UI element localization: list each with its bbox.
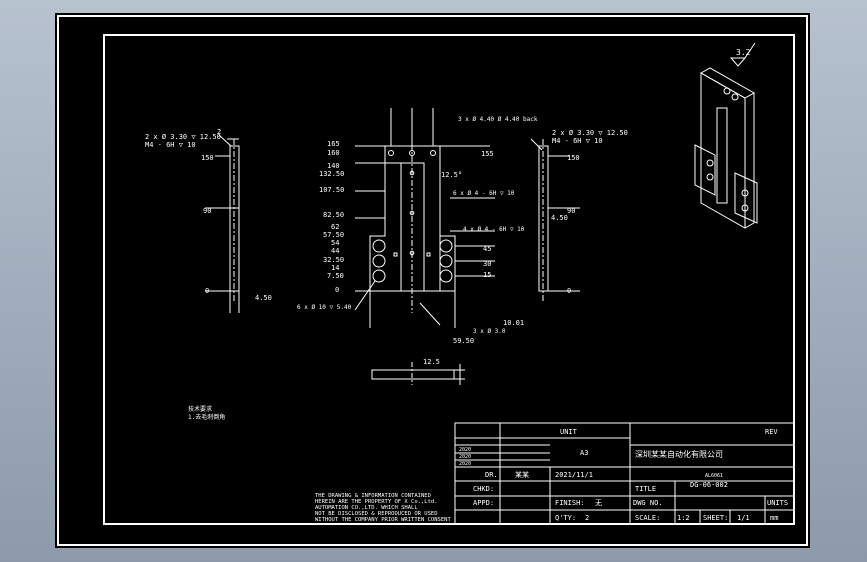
sheet-label: SHEET: bbox=[703, 514, 728, 522]
sheet-value: 1/1 bbox=[737, 514, 750, 522]
company-name: 深圳某某自动化有限公司 bbox=[635, 449, 723, 459]
disclaimer-line: HEREIN ARE THE PROPERTY OF X Co.,Ltd. bbox=[315, 499, 438, 505]
view-cube-label: 3.2 bbox=[736, 48, 751, 57]
unit-label: UNIT bbox=[560, 428, 578, 436]
front-dim: 10.01 bbox=[503, 319, 524, 327]
disclaimer-line: AUTOMATION CO.,LTD. WHICH SHALL bbox=[315, 505, 418, 511]
ordinate-label: 54 bbox=[331, 239, 339, 247]
right-label: 30 bbox=[483, 260, 491, 268]
ordinate-label: 132.50 bbox=[319, 170, 344, 178]
right-side-view bbox=[530, 138, 580, 303]
designer-label: DR. bbox=[485, 471, 498, 479]
right-label: 45 bbox=[483, 245, 491, 253]
drawing-sheet: 3.2 2 x Ø 3.30 ▽ 12.50 M4 - 6H ▽ 10 2 15… bbox=[55, 13, 810, 548]
title-block-text: 2020 2020 2020 UNIT A3 REV 深圳某某自动化有限公司 D… bbox=[459, 428, 788, 522]
dwg-no-label: DWG NO. bbox=[633, 499, 663, 507]
units-value: mm bbox=[770, 514, 778, 522]
right-hole-note-2: M4 - 6H ▽ 10 bbox=[552, 137, 603, 145]
left-side-view bbox=[205, 134, 240, 313]
title-label: TITLE bbox=[635, 485, 656, 493]
front-note: 6 x Ø 10 ▽ 5.40 bbox=[297, 304, 352, 311]
finish-value: 无 bbox=[595, 499, 602, 507]
units-label: UNITS bbox=[767, 499, 788, 507]
ordinate-label: 14 bbox=[331, 264, 339, 272]
left-dim: 4.50 bbox=[255, 294, 272, 302]
left-hole-note-1: 2 x Ø 3.30 ▽ 12.50 bbox=[145, 133, 221, 141]
finish-label: FINISH: bbox=[555, 499, 585, 507]
front-dim: 59.50 bbox=[453, 337, 474, 345]
rev-label: REV bbox=[765, 428, 778, 436]
right-dim: 4.50 bbox=[551, 214, 568, 222]
front-view bbox=[354, 108, 495, 328]
surface-finish-symbol bbox=[729, 42, 756, 67]
left-hole-note-2: M4 - 6H ▽ 10 bbox=[145, 141, 196, 149]
drawing-date: 2021/11/1 bbox=[555, 471, 593, 479]
left-dim: 2 bbox=[217, 128, 221, 136]
scale-label: SCALE: bbox=[635, 514, 660, 522]
revision-row: 2020 bbox=[459, 461, 471, 467]
ordinate-label: 165 bbox=[327, 140, 340, 148]
ordinate-label: 32.50 bbox=[323, 256, 344, 264]
title-block bbox=[454, 422, 795, 525]
right-label: 155 bbox=[481, 150, 494, 158]
ordinate-label: 160 bbox=[327, 149, 340, 157]
designer-name: 某某 bbox=[515, 471, 529, 479]
checker-label: CHKD: bbox=[473, 485, 494, 493]
front-left-ordinates: 165 160 140 132.50 107.50 82.50 62 57.50… bbox=[319, 140, 344, 294]
front-note: 4 x Ø 4 - 6H ▽ 10 bbox=[463, 226, 525, 233]
material: AL6061 bbox=[705, 473, 723, 479]
ordinate-label: 62 bbox=[331, 223, 339, 231]
ordinate-label: 7.50 bbox=[327, 272, 344, 280]
right-dim: 0 bbox=[567, 287, 571, 295]
disclaimer-line: THE DRAWING & INFORMATION CONTAINED bbox=[315, 493, 431, 499]
quantity-label: Q'TY: bbox=[555, 514, 576, 522]
right-dim: 150 bbox=[567, 154, 580, 162]
left-dim: 0 bbox=[205, 287, 209, 295]
ordinate-label: 140 bbox=[327, 162, 340, 170]
disclaimer-line: NOT BE DISCLOSED & REPRODUCED OR USED bbox=[315, 511, 438, 517]
ordinate-label: 82.50 bbox=[323, 211, 344, 219]
disclaimer: THE DRAWING & INFORMATION CONTAINED HERE… bbox=[315, 493, 451, 523]
tech-note-line: 1.去毛刺倒角 bbox=[188, 413, 225, 421]
tech-note-title: 技术要求 bbox=[188, 405, 212, 413]
ordinate-label: 44 bbox=[331, 247, 339, 255]
outer-border bbox=[57, 15, 808, 546]
bottom-dim: 12.5 bbox=[423, 358, 440, 366]
approver-label: APPD: bbox=[473, 499, 494, 507]
revision-row: 2020 bbox=[459, 447, 471, 453]
ordinate-label: 0 bbox=[335, 286, 339, 294]
quantity-value: 2 bbox=[585, 514, 589, 522]
front-angle: 12.5° bbox=[441, 171, 462, 179]
sheet-size: A3 bbox=[580, 449, 588, 457]
bottom-view bbox=[371, 362, 465, 385]
right-dim: 90 bbox=[567, 207, 575, 215]
disclaimer-line: WITHOUT THE COMPANY PRIOR WRITTEN CONSEN… bbox=[315, 517, 451, 523]
front-note: 6 x Ø 4 - 6H ▽ 10 bbox=[453, 190, 515, 197]
right-label: 15 bbox=[483, 271, 491, 279]
inner-border bbox=[103, 34, 795, 525]
isometric-view bbox=[694, 67, 758, 229]
ordinate-label: 57.50 bbox=[323, 231, 344, 239]
front-note: 3 x Ø 3.0 bbox=[473, 328, 506, 335]
left-dim: 150 bbox=[201, 154, 214, 162]
front-top-note: 3 x Ø 4.40 Ø 4.40 back bbox=[458, 116, 538, 123]
left-dim: 90 bbox=[203, 207, 211, 215]
right-hole-note-1: 2 x Ø 3.30 ▽ 12.50 bbox=[552, 129, 628, 137]
scale-value: 1:2 bbox=[677, 514, 690, 522]
ordinate-label: 107.50 bbox=[319, 186, 344, 194]
revision-row: 2020 bbox=[459, 454, 471, 460]
drawing-canvas: 3.2 2 x Ø 3.30 ▽ 12.50 M4 - 6H ▽ 10 2 15… bbox=[57, 15, 808, 546]
drawing-number: DG-06-002 bbox=[690, 481, 728, 489]
